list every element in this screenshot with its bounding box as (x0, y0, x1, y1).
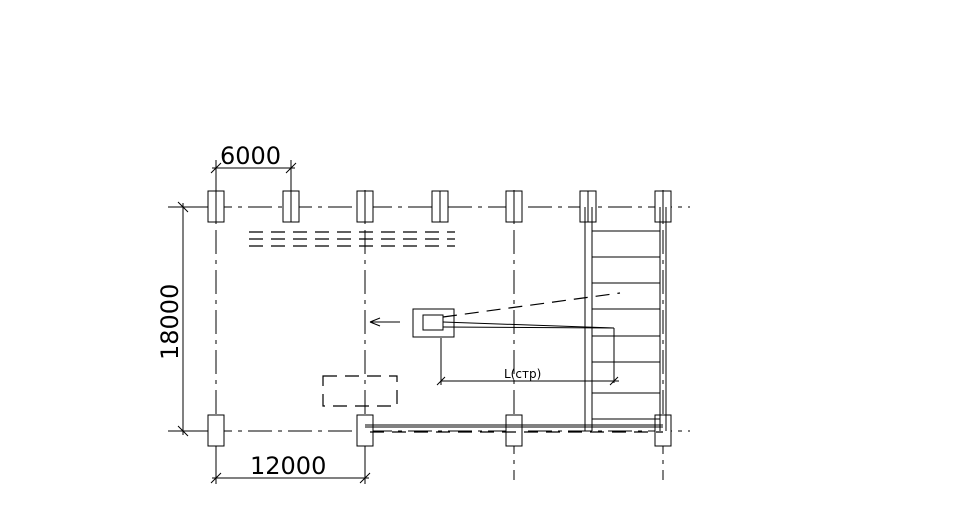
dimension-bottom: 12000 (210, 446, 371, 484)
bottom-rail (365, 424, 663, 433)
column-bottom-3 (356, 414, 374, 447)
column-bottom-5 (505, 414, 523, 447)
dimension-bottom-label: 12000 (250, 452, 326, 480)
dimension-top-label: 6000 (220, 142, 281, 170)
span-dimension: L(стр) (436, 367, 619, 386)
column-bottom-7 (654, 414, 672, 447)
span-label: L(стр) (504, 367, 541, 381)
dashed-zone (322, 375, 398, 407)
dimension-left: 18000 (156, 201, 208, 437)
movement-arrow (369, 317, 400, 327)
crane-unit (412, 292, 621, 385)
dimension-left-label: 18000 (156, 284, 184, 360)
crane-runway (584, 207, 667, 431)
column-bottom-1 (207, 414, 225, 447)
stored-materials (249, 231, 455, 247)
dimension-top: 6000 (210, 142, 297, 192)
